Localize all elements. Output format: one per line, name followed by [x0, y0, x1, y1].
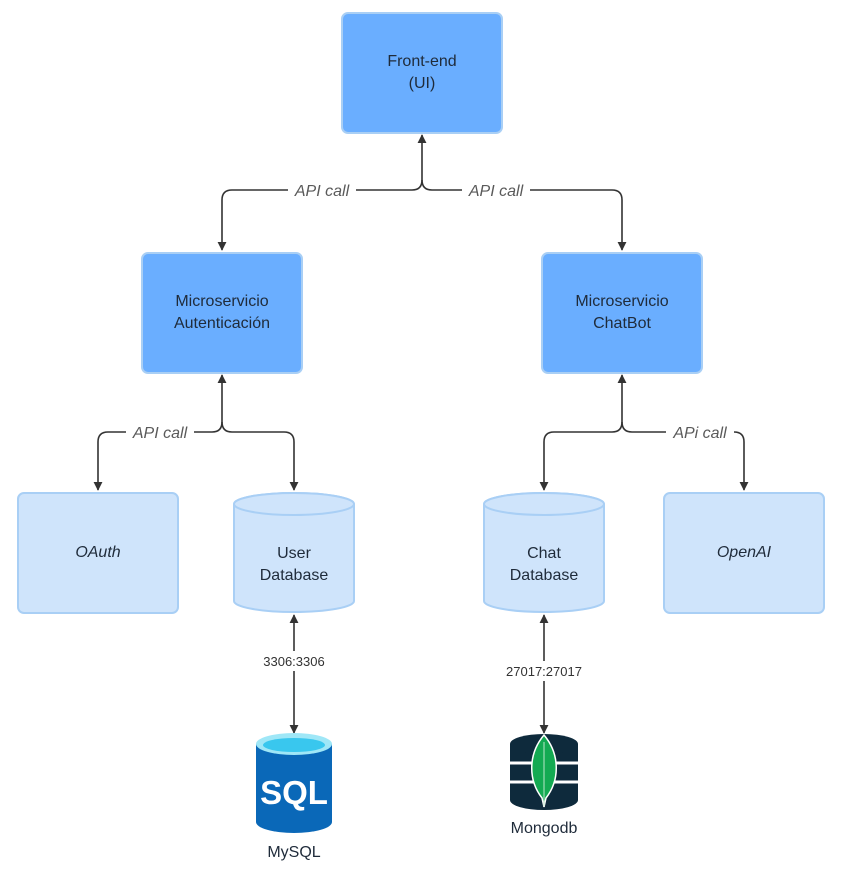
edge-label-chatbot-openai: APi call: [672, 425, 727, 442]
mongodb-leaf-icon: [510, 733, 578, 810]
oauth-label: OAuth: [75, 544, 120, 561]
edge-auth-userdb: [221, 421, 299, 491]
frontend-label-line1: Front-end: [387, 53, 456, 70]
user-database-node: User Database: [233, 492, 355, 613]
sql-database-icon: SQL: [256, 733, 332, 833]
edge-label-frontend-chatbot: API call: [468, 183, 524, 200]
connectors: [93, 134, 749, 734]
user-database-label-line1: User: [277, 545, 311, 562]
chat-database-label-line1: Chat: [527, 545, 561, 562]
edge-chatbot-chatdb: [539, 374, 627, 491]
auth-service-label-line1: Microservicio: [175, 293, 268, 310]
auth-service-node: Microservicio Autenticación: [141, 252, 303, 374]
chatbot-service-node: Microservicio ChatBot: [541, 252, 703, 374]
auth-service-label-line2: Autenticación: [174, 315, 270, 332]
openai-label: OpenAI: [717, 544, 772, 561]
user-database-label-line2: Database: [260, 567, 329, 584]
oauth-node: OAuth: [17, 492, 179, 614]
frontend-node: Front-end (UI): [341, 12, 503, 134]
chat-database-label-line2: Database: [510, 567, 579, 584]
openai-node: OpenAI: [663, 492, 825, 614]
port-label-mysql: 3306:3306: [263, 654, 324, 669]
mysql-label: MySQL: [267, 844, 320, 861]
edge-label-auth-oauth: API call: [132, 425, 188, 442]
chat-database-node: Chat Database: [483, 492, 605, 613]
port-label-mongodb: 27017:27017: [506, 664, 582, 679]
mongodb-label: Mongodb: [511, 820, 578, 837]
chatbot-service-label-line2: ChatBot: [593, 315, 651, 332]
frontend-label-line2: (UI): [409, 75, 436, 92]
chatbot-service-label-line1: Microservicio: [575, 293, 668, 310]
sql-icon-text: SQL: [260, 774, 328, 811]
edge-label-frontend-auth: API call: [294, 183, 350, 200]
edge-frontend-chatbot: [421, 179, 627, 251]
